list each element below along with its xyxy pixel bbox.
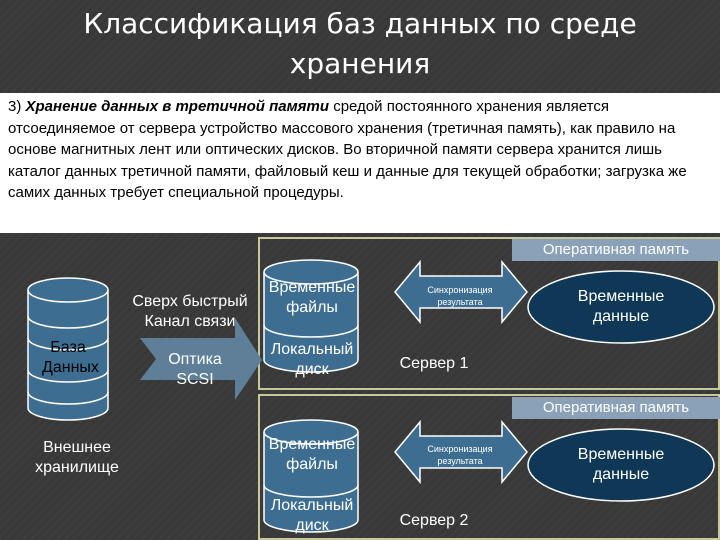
server-2-temp-data-label: Временные данные: [577, 446, 665, 483]
paragraph-text: средой постоянного хранения является отс…: [8, 98, 687, 201]
description-paragraph: 3) Хранение данных в третичной памяти ср…: [8, 96, 712, 204]
server-2-label: Сервер 2: [399, 512, 469, 529]
server-1-sync-label: Синхронизация результата: [427, 285, 493, 307]
server-1-ram-label: Оперативная память: [512, 239, 720, 261]
server-1-label: Сервер 1: [399, 355, 469, 372]
server-1-temp-files-label: Временные файлы: [268, 279, 356, 316]
server-1-local-disk-label: Локальный диск: [270, 341, 354, 378]
database-label: База Данных: [42, 339, 99, 376]
server-1-cylinder: [263, 259, 359, 373]
server-2-local-disk-label: Локальный диск: [270, 497, 354, 534]
optics-arrow: [140, 318, 262, 400]
server-1-frame: [258, 237, 720, 390]
server-1-temp-data-ellipse: [527, 270, 715, 344]
server-1-temp-data-label: Временные данные: [577, 288, 665, 325]
server-2-cylinder: [263, 419, 359, 533]
server-2-frame: [258, 394, 720, 540]
paragraph-number: 3): [8, 98, 22, 115]
optics-label: Оптика SCSI: [168, 351, 222, 388]
server-2-sync-arrow: [394, 419, 528, 485]
server-2-temp-data-ellipse: [527, 428, 715, 502]
server-2-ram-label: Оперативная память: [512, 397, 720, 419]
paragraph-emphasis: Хранение данных в третичной памяти: [25, 98, 330, 115]
server-1-sync-arrow: [394, 259, 528, 325]
server-2-sync-label: Синхронизация результата: [427, 444, 493, 466]
text-box: [0, 93, 720, 233]
server-2-temp-files-label: Временные файлы: [268, 436, 356, 473]
slide-title: Классификация баз данных по среде хранен…: [83, 7, 637, 80]
database-cylinder: [27, 277, 109, 421]
external-storage-label: Внешнее хранилище: [35, 439, 119, 476]
link-label: Сверх быстрый Канал связи: [132, 293, 248, 330]
